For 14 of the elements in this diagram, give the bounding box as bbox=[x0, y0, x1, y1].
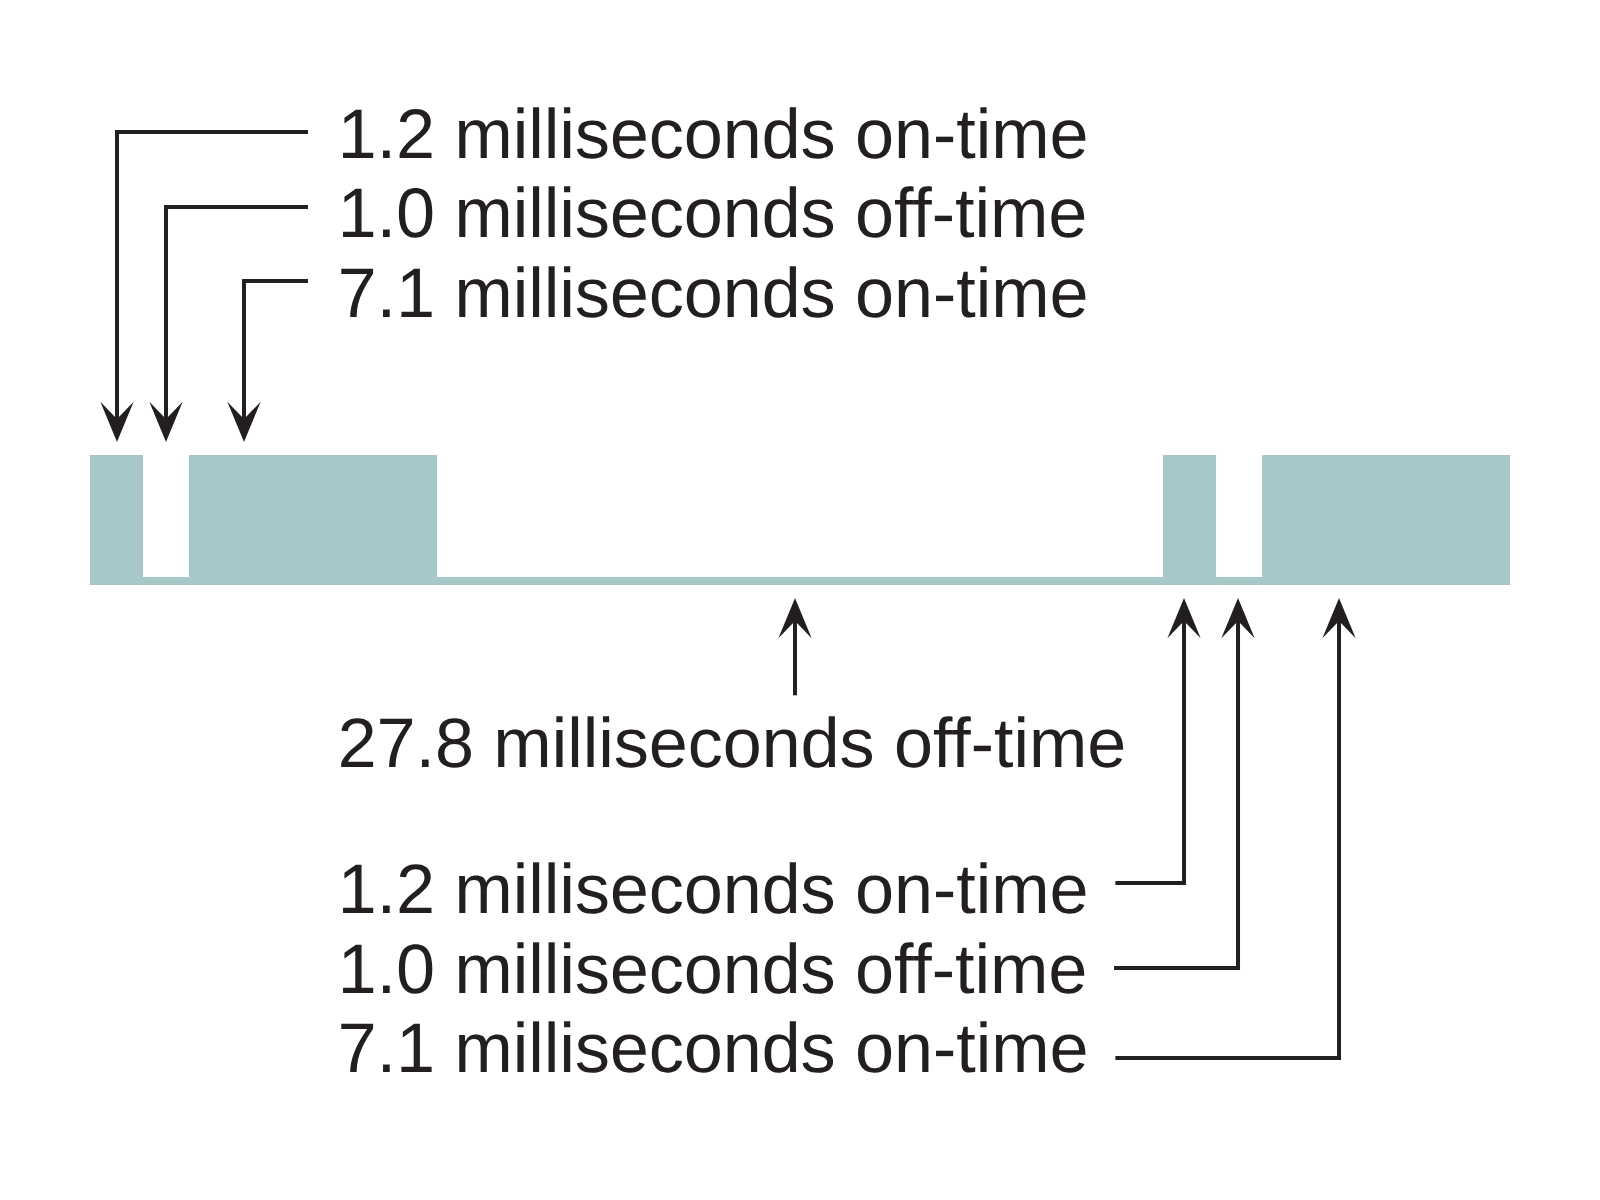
baseline-strip bbox=[437, 577, 1163, 585]
duration-label: 7.1 milliseconds on-time bbox=[341, 266, 1086, 318]
pulse-bar bbox=[1163, 455, 1217, 585]
pulse-bar bbox=[90, 455, 143, 585]
duration-label: 27.8 milliseconds off-time bbox=[341, 716, 1124, 768]
duration-label: 1.0 milliseconds off-time bbox=[343, 186, 1085, 238]
pulse-bar bbox=[189, 455, 437, 585]
pulse-bar bbox=[1262, 455, 1510, 585]
baseline-strip bbox=[1216, 577, 1263, 585]
duration-label: 1.2 milliseconds on-time bbox=[343, 107, 1086, 159]
duration-label: 1.0 milliseconds off-time bbox=[343, 942, 1085, 994]
duration-label: 1.2 milliseconds on-time bbox=[343, 862, 1086, 914]
duration-label: 7.1 milliseconds on-time bbox=[341, 1021, 1086, 1073]
baseline-strip bbox=[143, 577, 189, 585]
